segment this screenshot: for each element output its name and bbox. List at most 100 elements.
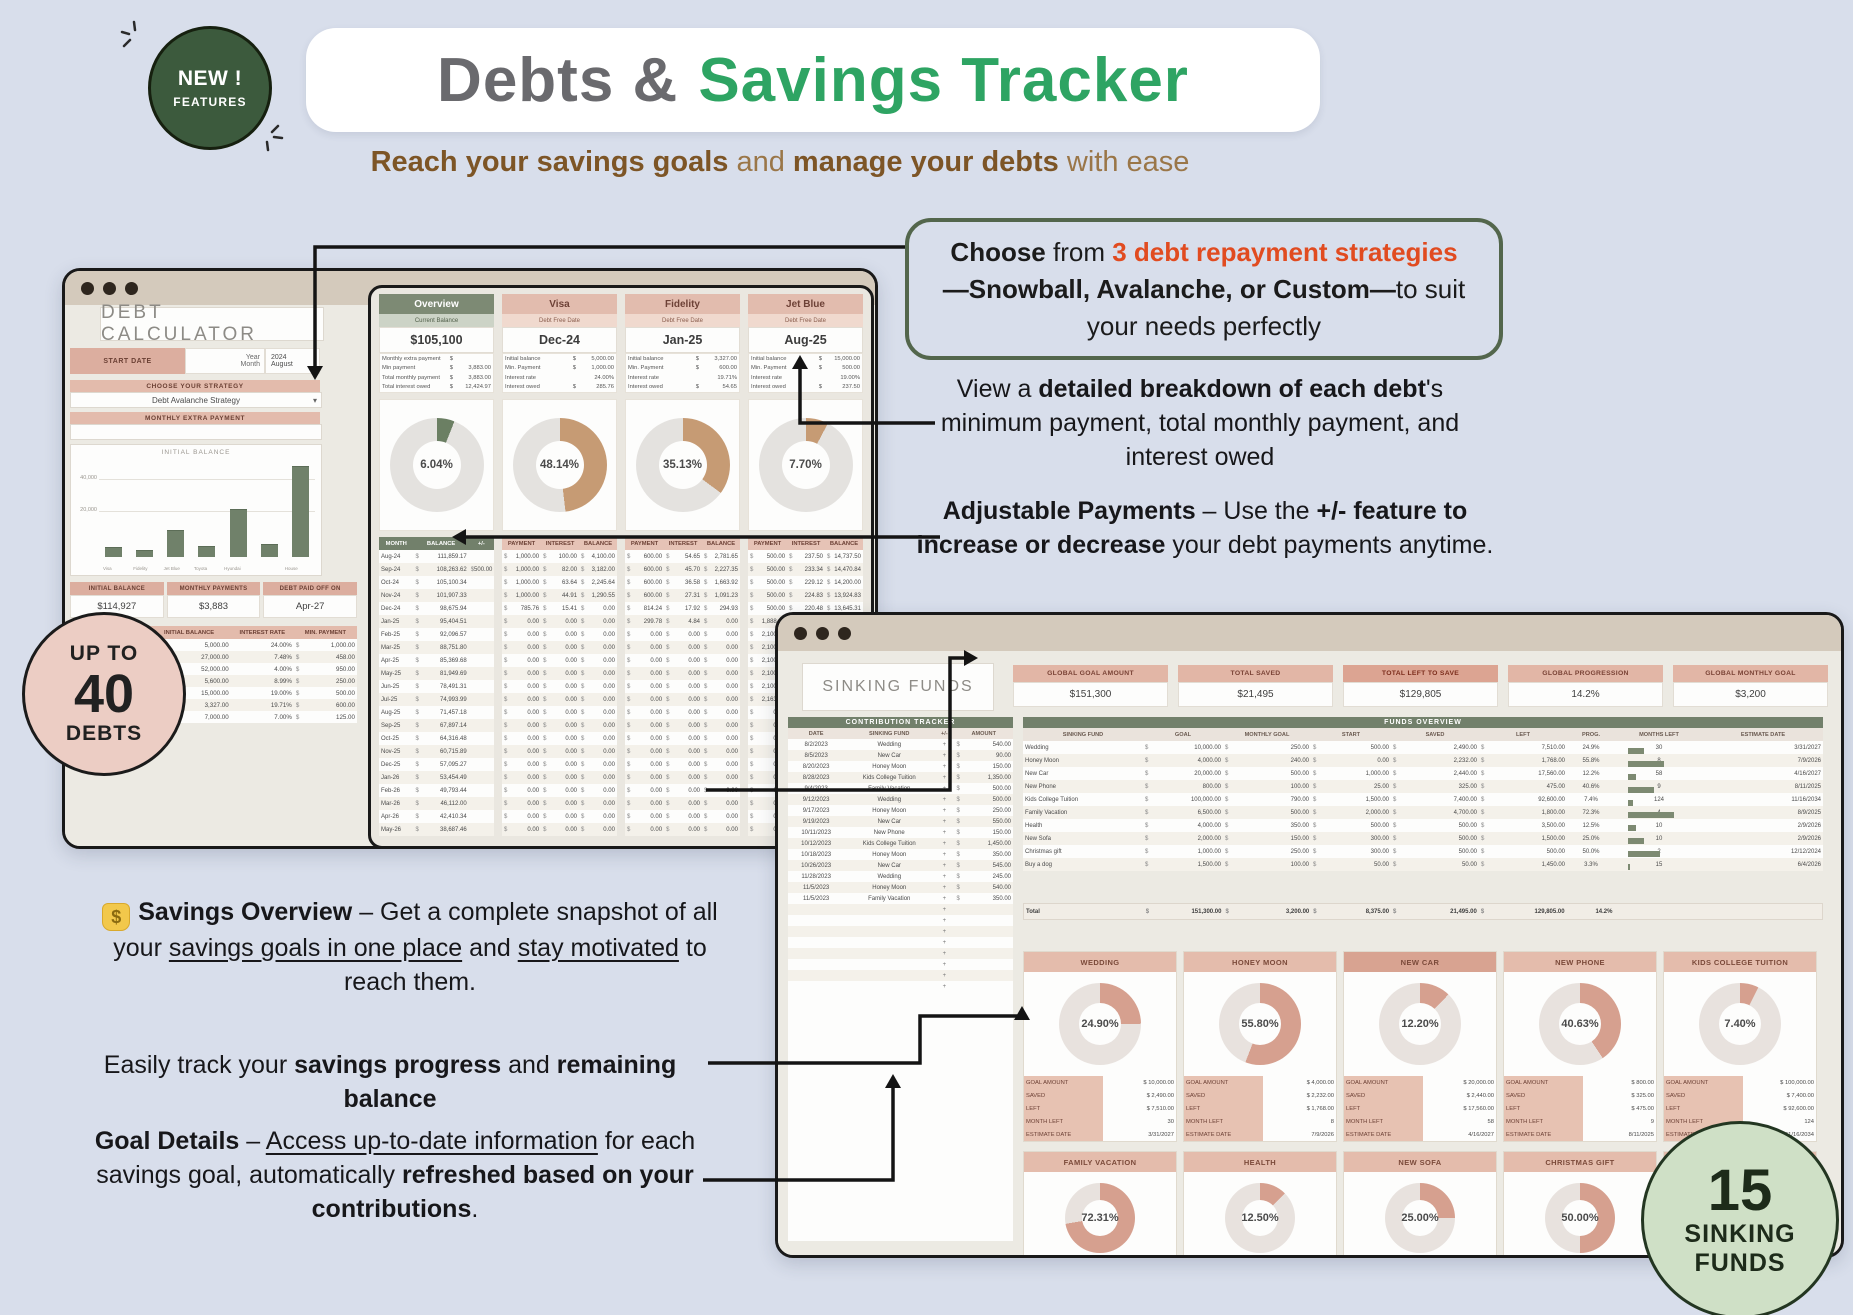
stat-label: GLOBAL MONTHLY GOAL xyxy=(1673,665,1828,682)
table-row: LEFT$ 92,600.00 xyxy=(1664,1102,1816,1115)
badge-number: 15 xyxy=(1707,1158,1773,1223)
table-cell: 0.00 xyxy=(625,719,664,732)
table-cell: 1,000.00 xyxy=(502,563,541,576)
table-cell: PAYMENT xyxy=(502,537,542,550)
table-cell: 600.00 xyxy=(625,563,664,576)
table-cell: 100.00 xyxy=(1223,858,1311,871)
sparkle-icon xyxy=(120,20,137,48)
table-cell: MIN. PAYMENT xyxy=(293,626,357,639)
table-cell: 600.00 xyxy=(625,576,664,589)
table-cell: 1,500.00 xyxy=(1143,858,1223,871)
table-cell xyxy=(955,926,1014,937)
table-cell: Toyota xyxy=(193,566,208,571)
window-dot-icon[interactable] xyxy=(125,281,138,295)
table-cell: 0.00 xyxy=(579,628,617,641)
stat-label: GLOBAL PROGRESSION xyxy=(1508,665,1663,682)
table-cell: 500.00 xyxy=(1311,741,1391,754)
table-cell: MONTH LEFT xyxy=(1184,1115,1264,1128)
table-row: 1,000.0082.003,182.00 xyxy=(502,563,617,576)
table-cell: 74,993.99 xyxy=(414,693,469,706)
table-cell: House xyxy=(284,566,298,571)
table-cell: 0.00 xyxy=(702,693,740,706)
window-dot-icon[interactable] xyxy=(794,626,807,640)
table-row: 0.000.000.00 xyxy=(625,771,740,784)
callout-text: contributions xyxy=(311,1195,472,1223)
table-cell xyxy=(459,354,493,364)
table-row: + xyxy=(788,904,1013,915)
table-cell: 7,000.00 xyxy=(147,711,230,723)
table-row: New Sofa2,000.00150.00300.00500.001,500.… xyxy=(1023,832,1823,845)
visa-donut-chart: 48.14% xyxy=(502,399,617,531)
table-cell: 0.00 xyxy=(664,771,702,784)
table-cell: 2,227.35 xyxy=(702,563,740,576)
table-cell: Interest owed xyxy=(505,384,540,391)
table-cell: 814.24 xyxy=(625,602,664,615)
callout-text: detailed breakdown of each debt xyxy=(1038,375,1426,403)
table-cell: 8/9/2025 xyxy=(1797,809,1821,816)
chevron-down-icon[interactable]: ▾ xyxy=(312,395,317,405)
table-cell: 0.00 xyxy=(664,706,702,719)
table-row: GOAL AMOUNT$ 10,000.00 xyxy=(1024,1076,1176,1089)
table-cell xyxy=(469,810,494,823)
window-dot-icon[interactable] xyxy=(103,281,116,295)
table-cell: 1,000.00 xyxy=(591,365,614,372)
table-cell: INTEREST xyxy=(787,537,826,550)
bar xyxy=(260,543,278,557)
stat-value: $151,300 xyxy=(1013,682,1168,707)
year-value[interactable]: 2024 xyxy=(271,354,287,361)
table-cell: BALANCE xyxy=(413,537,469,550)
table-cell: MONTH xyxy=(379,537,414,550)
window-dot-icon[interactable] xyxy=(81,281,94,295)
fund-card-vacation: FAMILY VACATION 72.31% xyxy=(1023,1151,1177,1255)
table-cell: Wedding xyxy=(877,873,902,880)
table-row: + xyxy=(788,937,1013,948)
table-cell: 1,800.00 xyxy=(1479,806,1567,819)
table-row: LEFT$ 475.00 xyxy=(1504,1102,1656,1115)
month-table-body[interactable]: Aug-24111,859.17Sep-24108,263.62500.00Oc… xyxy=(379,550,494,836)
strategy-value[interactable]: Debt Avalanche Strategy xyxy=(152,395,240,405)
table-cell: 54.65 xyxy=(664,550,702,563)
table-cell: + xyxy=(942,851,947,858)
page-title: Debts & Savings Tracker xyxy=(306,28,1320,132)
chart-title: INITIAL BALANCE xyxy=(161,449,231,456)
table-cell: 100.00 xyxy=(541,550,579,563)
window-dot-icon[interactable] xyxy=(816,626,829,640)
window-dot-icon[interactable] xyxy=(838,626,851,640)
table-cell: 500.00 xyxy=(1311,819,1391,832)
table-cell: 88,751.80 xyxy=(414,641,469,654)
15-sinking-funds-badge: 15 SINKING FUNDS xyxy=(1641,1121,1839,1315)
table-cell xyxy=(788,970,844,981)
table-cell xyxy=(252,566,282,571)
visa-sub: Debt Free Date xyxy=(502,314,617,327)
table-cell: 11/16/2034 xyxy=(1791,796,1821,803)
start-date-values[interactable]: 2024 August xyxy=(265,348,320,374)
strategy-dropdown[interactable]: Debt Avalanche Strategy ▾ xyxy=(70,392,322,408)
progress-bars xyxy=(1628,745,1692,873)
table-cell: 9/12/2023 xyxy=(802,796,830,803)
table-cell: 0.00 xyxy=(579,654,617,667)
donut-percent: 35.13% xyxy=(662,459,702,471)
table-row: 600.0027.311,091.23 xyxy=(625,589,740,602)
table-cell: 0.00 xyxy=(702,810,740,823)
month-value[interactable]: August xyxy=(271,361,293,368)
table-cell: 2,100.00 xyxy=(748,628,787,641)
subtitle-bold-1: Reach your savings goals xyxy=(370,146,729,178)
table-cell: 7.48% xyxy=(274,653,292,661)
extra-payment-input[interactable] xyxy=(70,424,322,440)
table-cell: 0.00 xyxy=(579,732,617,745)
table-cell: 12.2% xyxy=(1582,770,1600,777)
donut-percent: 24.90% xyxy=(1081,1018,1119,1030)
table-cell: 0.00 xyxy=(664,654,702,667)
bar xyxy=(167,530,185,557)
table-cell xyxy=(469,784,494,797)
jetblue-title: Jet Blue xyxy=(748,294,863,314)
badge-text: FUNDS xyxy=(1694,1249,1786,1277)
fidelity-debt-free-date: Jan-25 xyxy=(625,327,740,353)
table-cell: 500.00 xyxy=(1391,845,1479,858)
progress-bar xyxy=(1628,850,1660,857)
table-title: CONTRIBUTION TRACKER xyxy=(788,717,1013,728)
